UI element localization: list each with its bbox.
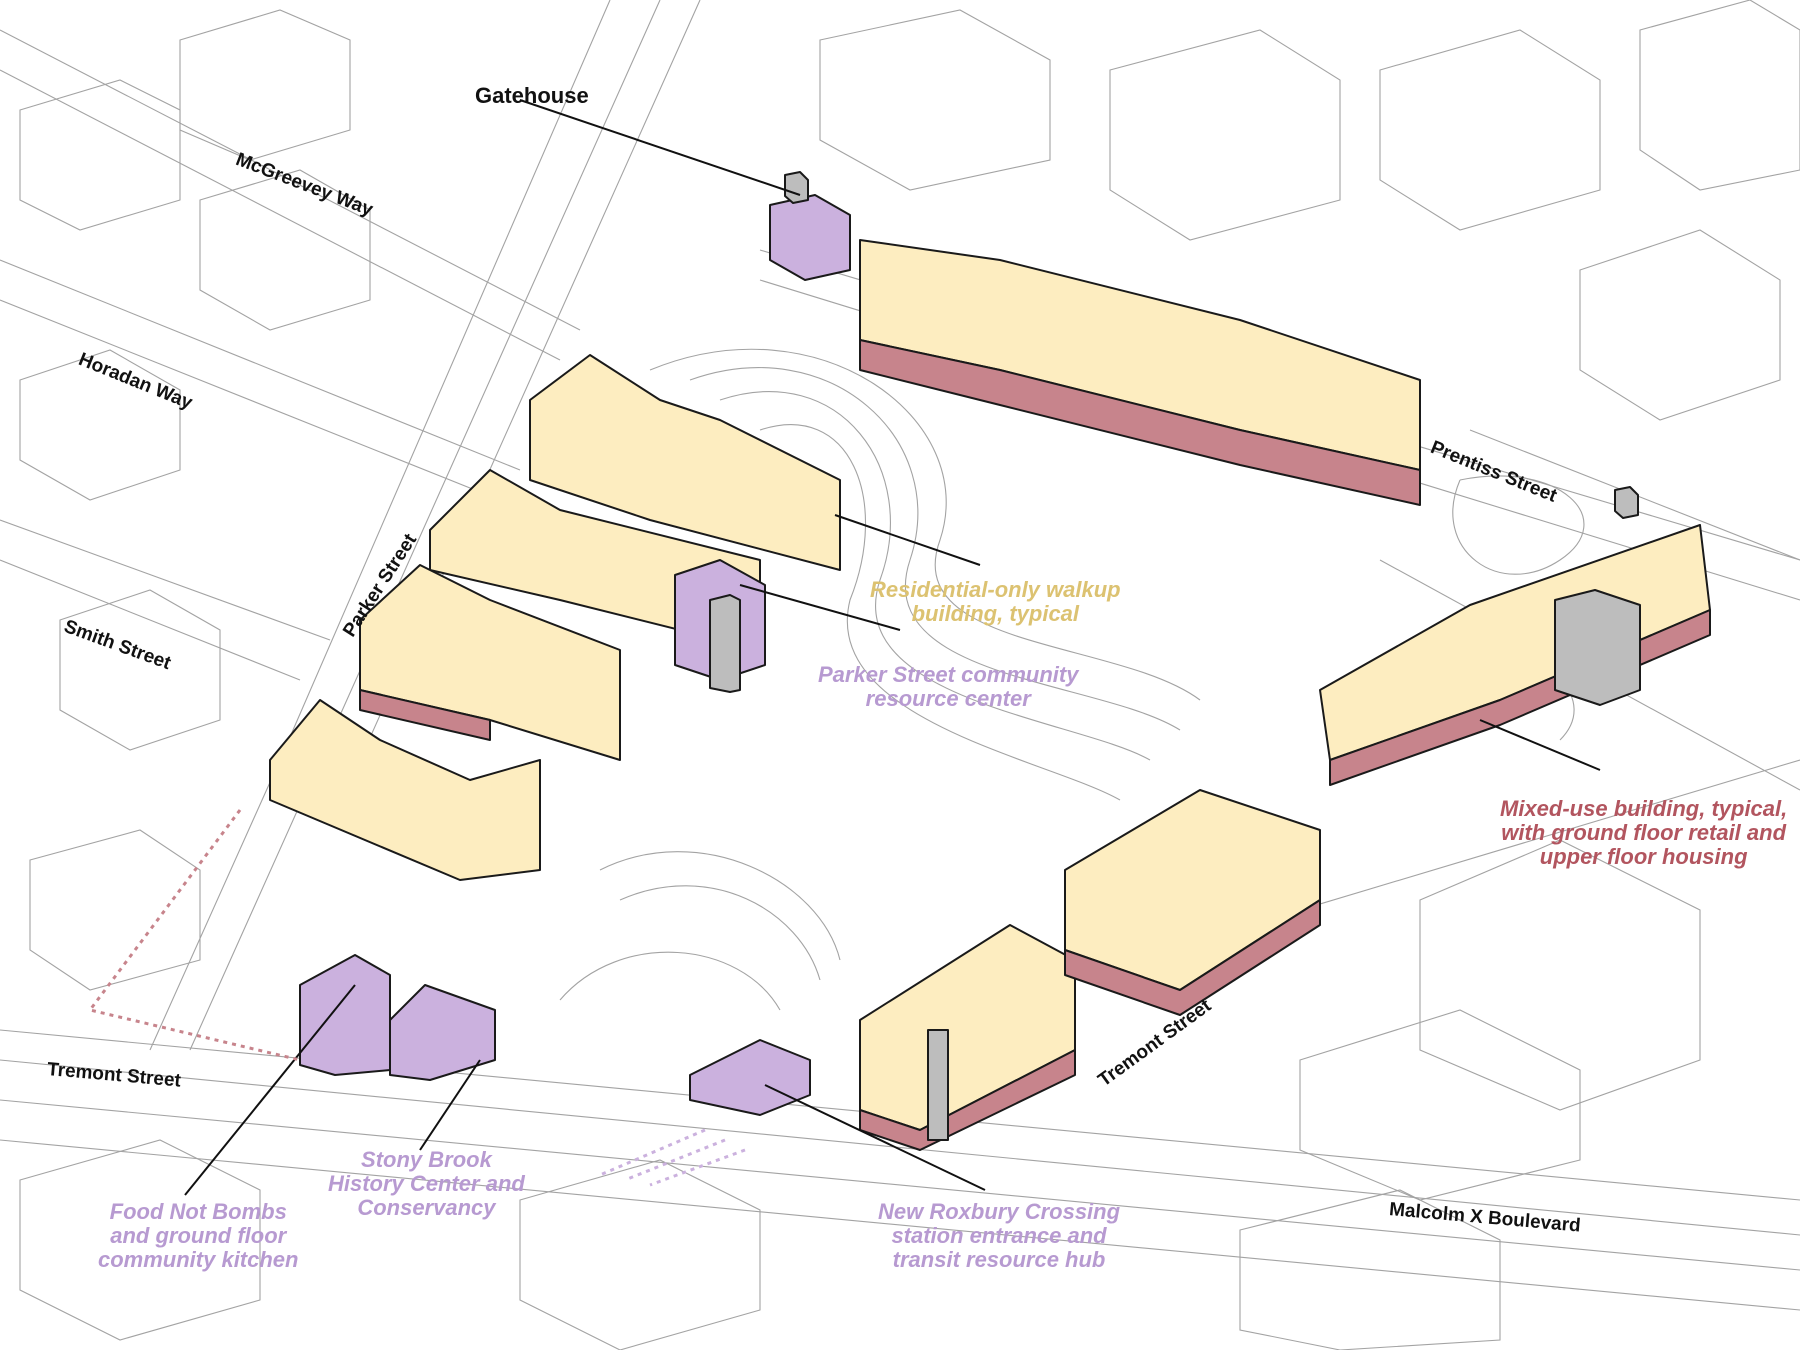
dotted-arrow-3	[649, 1148, 746, 1187]
leader-mixed-use	[1479, 719, 1601, 771]
callout-parker-center-line-1: Parker Street community	[818, 662, 1079, 687]
building-transit-hub	[689, 1039, 811, 1116]
mixed-use-cupola	[1614, 486, 1639, 519]
callout-stony-line-2: History Center and	[328, 1170, 525, 1196]
leader-community	[739, 584, 901, 631]
callout-stony-brook: Stony Brook History Center and Conservan…	[328, 1148, 525, 1219]
callout-mixed-use-line-1: Mixed-use building, typical,	[1500, 796, 1788, 821]
tower-mixed-use	[1554, 589, 1641, 706]
leader-stony	[419, 1059, 481, 1151]
leader-gatehouse	[519, 99, 801, 196]
dotted-arrow-1	[599, 1128, 706, 1177]
callout-food-not-bombs: Food Not Bombs and ground floor communit…	[98, 1200, 298, 1271]
building-parker-base	[359, 689, 491, 741]
callout-residential-line-1: Residential-only walkup	[870, 577, 1121, 602]
callout-mixed-use: Mixed-use building, typical, with ground…	[1500, 797, 1787, 868]
callout-food-line-1: Food Not Bombs	[109, 1199, 287, 1224]
building-parker-wing-4	[269, 699, 541, 881]
tower-community-center	[709, 594, 741, 693]
building-tremont-1	[859, 924, 1076, 1131]
leader-food	[184, 984, 356, 1196]
callout-roxbury-line-3: transit resource hub	[892, 1246, 1106, 1272]
callout-food-line-2: and ground floor	[110, 1222, 287, 1248]
dotted-paths	[87, 809, 746, 1187]
callout-stony-line-3: Conservancy	[357, 1194, 496, 1220]
building-gatehouse	[769, 194, 851, 281]
building-food-not-bombs	[299, 954, 391, 1076]
callout-food-line-3: community kitchen	[98, 1246, 299, 1272]
building-stony-brook	[389, 984, 496, 1081]
tower-chimney	[927, 1029, 949, 1141]
building-parker-wing-1	[529, 354, 841, 571]
callout-parker-center-line-2: resource center	[865, 685, 1031, 711]
callout-gatehouse: Gatehouse	[475, 83, 589, 108]
dotted-loop	[87, 809, 301, 1062]
callout-mixed-use-line-2: with ground floor retail and	[1501, 819, 1787, 845]
building-prentiss-bar-base	[859, 339, 1421, 506]
callout-residential-line-2: building, typical	[911, 600, 1080, 626]
callout-parker-center: Parker Street community resource center	[818, 663, 1078, 711]
callout-roxbury-crossing: New Roxbury Crossing station entrance an…	[878, 1200, 1120, 1271]
callout-roxbury-line-2: station entrance and	[891, 1222, 1107, 1248]
gatehouse-cupola	[784, 171, 809, 204]
callout-stony-line-1: Stony Brook	[361, 1147, 492, 1172]
leader-residential	[834, 514, 981, 566]
callout-residential: Residential-only walkup building, typica…	[870, 578, 1121, 626]
proposed-buildings	[269, 171, 1711, 1151]
callout-mixed-use-line-3: upper floor housing	[1539, 843, 1748, 869]
leader-transit	[764, 1084, 986, 1191]
building-tremont-2-base	[1064, 899, 1321, 1016]
callout-roxbury-line-1: New Roxbury Crossing	[878, 1199, 1121, 1224]
leader-lines	[184, 99, 1601, 1196]
building-tremont-2	[1064, 789, 1321, 991]
